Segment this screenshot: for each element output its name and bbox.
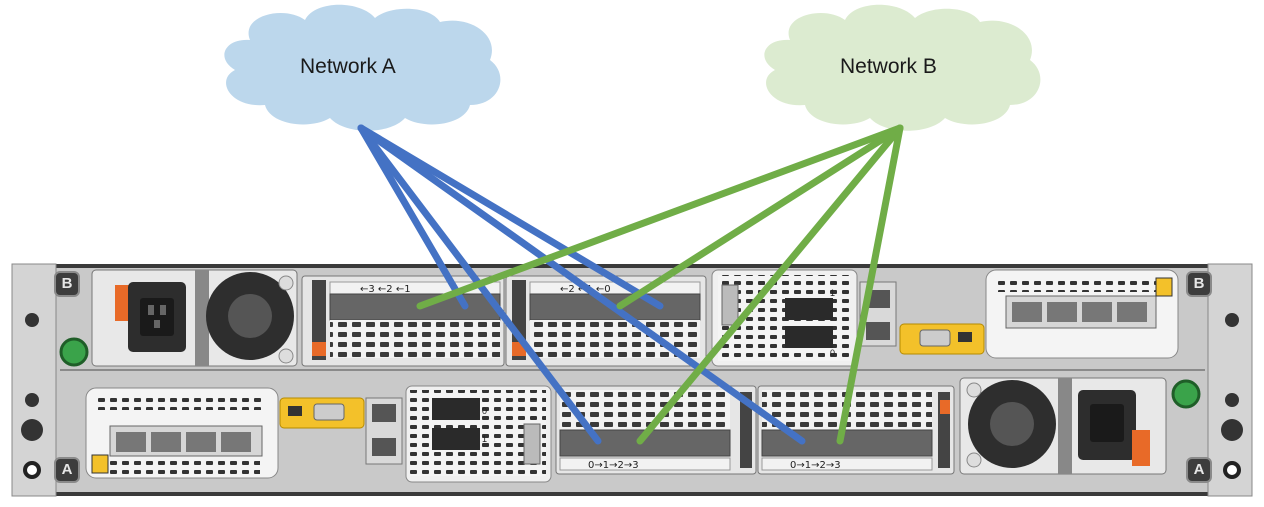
io-card-b1: ←3 ←2 ←1	[301, 275, 505, 367]
network-b-label: Network B	[840, 55, 937, 78]
controller-a-left-label: A	[54, 457, 80, 483]
io-card-a1: 0→1→2→3	[555, 385, 757, 475]
svg-text:0→1→2→3: 0→1→2→3	[790, 460, 841, 471]
io-card-a2: 0→1→2→3	[757, 385, 955, 475]
io-card-b2: ←2 ←1 ←0	[505, 275, 707, 367]
svg-text:1: 1	[482, 434, 487, 444]
ethernet-card-b	[985, 269, 1179, 359]
psu-a	[959, 377, 1167, 475]
controller-a: 0 1 0→1→2→3 0→1→2→3	[85, 377, 1167, 483]
controller-a-right-label: A	[1186, 457, 1212, 483]
svg-text:0→1→2→3: 0→1→2→3	[588, 460, 639, 471]
network-b-cloud	[764, 4, 1041, 131]
controller-b: ←3 ←2 ←1 ←2 ←1 ←0 1 0	[91, 269, 1179, 367]
svg-text:1: 1	[830, 288, 835, 298]
svg-text:←3 ←2 ←1: ←3 ←2 ←1	[360, 284, 411, 295]
controller-b-left-label: B	[54, 271, 80, 297]
network-b-links	[416, 124, 904, 445]
network-a-label: Network A	[300, 55, 396, 78]
svg-text:0: 0	[482, 406, 487, 416]
psu-b	[91, 269, 298, 367]
controller-b-right-label: B	[1186, 271, 1212, 297]
controller-a-io-panel: 0 1	[279, 385, 552, 483]
svg-text:0: 0	[830, 348, 835, 358]
network-a-cloud	[224, 4, 501, 131]
ethernet-card-a	[85, 387, 279, 479]
